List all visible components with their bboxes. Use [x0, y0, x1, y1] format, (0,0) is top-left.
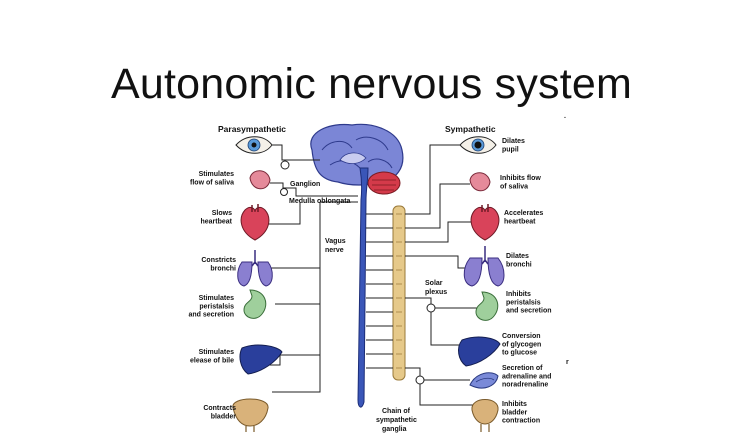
- stomach-left-icon: [243, 289, 267, 319]
- para-salivary-gland-label-1: Stimulates: [199, 171, 235, 178]
- medulla-label: Medulla oblongata: [289, 198, 351, 205]
- heart-left-icon: [240, 204, 270, 241]
- liver-right-icon: [458, 336, 501, 367]
- para-stomach-label-2: peristalsis: [199, 303, 234, 310]
- para-lungs-label-1: Constricts: [201, 257, 236, 264]
- symp-eye-label-1: Dilates: [502, 138, 525, 145]
- bladder-left-icon: [232, 398, 269, 432]
- para-heart-label-2: heartbeat: [200, 218, 232, 225]
- adrenal-right-icon: [469, 372, 499, 389]
- bladder-right-icon: [471, 399, 499, 432]
- symp-liver-label-3: to glucose: [502, 350, 537, 357]
- heart-right-icon: [470, 204, 500, 241]
- lungs-right-icon: [463, 246, 505, 287]
- spinal-cord: [357, 167, 369, 408]
- symp-liver-label-1: Conversion: [502, 333, 541, 340]
- eye-left-icon: [235, 136, 273, 154]
- symp-stomach-label-3: and secretion: [506, 308, 552, 315]
- chain-label-1: Chain of: [382, 408, 411, 415]
- para-stomach-label-3: and secretion: [188, 312, 234, 319]
- symp-adrenal-label-2: adrenaline and: [502, 373, 551, 380]
- symp-bladder-label-3: contraction: [502, 418, 540, 425]
- para-salivary-gland-label-2: flow of saliva: [190, 179, 234, 186]
- chain-label-2: sympathetic: [376, 417, 417, 424]
- center-labels: Ganglion Medulla oblongata Vagus nerve S…: [289, 181, 447, 433]
- sympathetic-header: Sympathetic: [445, 124, 496, 134]
- vagus-label-1: Vagus: [325, 238, 346, 245]
- liver-left-icon: [239, 344, 283, 375]
- solar-label-1: Solar: [425, 280, 443, 287]
- sympathetic-pathways: [405, 144, 480, 406]
- eye-right-icon: [459, 136, 497, 154]
- symp-heart-label-1: Accelerates: [504, 210, 543, 217]
- symp-adrenal-label-3: noradrenaline: [502, 382, 548, 389]
- symp-stomach-label-2: peristalsis: [506, 299, 541, 306]
- symp-eye-label-2: pupil: [502, 146, 519, 153]
- stomach-right-icon: [475, 291, 499, 321]
- stray-dot: ·: [564, 115, 566, 122]
- symp-lungs-label-2: bronchi: [506, 261, 532, 268]
- vagus-label-2: nerve: [325, 247, 344, 254]
- symp-bladder-label-2: bladder: [502, 409, 528, 416]
- para-bladder-label-1: Contracts: [203, 405, 236, 412]
- para-liver-label-1: Stimulates: [199, 349, 235, 356]
- para-stomach-label-1: Stimulates: [199, 295, 235, 302]
- symp-salivary-gland-label-2: of saliva: [500, 183, 528, 190]
- symp-lungs-label-1: Dilates: [506, 253, 529, 260]
- parasympathetic-pathways: [265, 144, 358, 393]
- lungs-left-icon: [237, 250, 273, 287]
- brain: [310, 123, 404, 186]
- para-lungs-label-2: bronchi: [210, 265, 236, 272]
- chain-label-3: ganglia: [382, 426, 407, 433]
- page-title: Autonomic nervous system: [110, 60, 632, 108]
- chain-connectors: [366, 213, 393, 369]
- symp-liver-label-2: of glycogen: [502, 341, 541, 348]
- ganglion-label: Ganglion: [290, 181, 320, 188]
- cerebellum: [367, 171, 401, 195]
- salivary-gland-left-icon: [249, 170, 271, 190]
- para-heart-label-1: Slows: [212, 210, 232, 217]
- para-bladder-label-2: bladder: [211, 413, 237, 420]
- symp-salivary-gland-label-1: Inhibits flow: [500, 175, 541, 182]
- parasympathetic-header: Parasympathetic: [218, 124, 286, 134]
- sympathetic-chain: [392, 205, 406, 381]
- symp-bladder-label-1: Inhibits: [502, 401, 527, 408]
- solar-label-2: plexus: [425, 289, 447, 296]
- stray-mark: r: [566, 359, 569, 366]
- symp-heart-label-2: heartbeat: [504, 218, 536, 225]
- salivary-gland-right-icon: [469, 172, 491, 192]
- symp-adrenal-label-1: Secretion of: [502, 365, 543, 372]
- symp-stomach-label-1: Inhibits: [506, 291, 531, 298]
- para-liver-label-2: elease of bile: [190, 357, 234, 364]
